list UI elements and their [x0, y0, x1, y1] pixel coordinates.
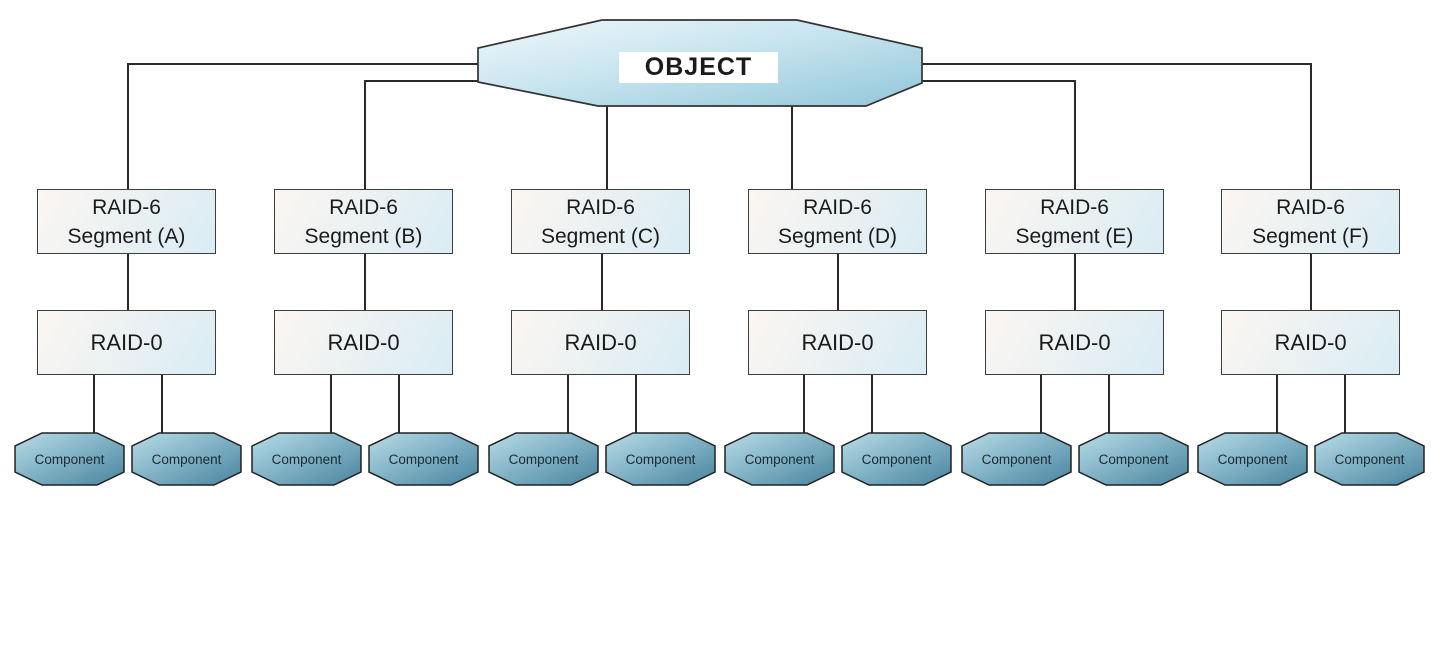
- component-octagon-shape: [841, 432, 952, 486]
- raid0-label: RAID-0: [1274, 329, 1347, 355]
- raid0-label: RAID-0: [327, 329, 400, 355]
- raid6-label: RAID-6: [1040, 195, 1109, 219]
- raid0-label: RAID-0: [1038, 329, 1111, 355]
- component-octagon-shape: [14, 432, 125, 486]
- segment-label: Segment (E): [1015, 224, 1134, 248]
- component-node-label: Component: [34, 451, 105, 467]
- raid6-label: RAID-6: [1276, 195, 1345, 219]
- component-octagon-shape: [1197, 432, 1308, 486]
- component-octagon-shape: [251, 432, 362, 486]
- component-octagon-shape: [488, 432, 599, 486]
- raid0-label: RAID-0: [90, 329, 163, 355]
- component-octagon-shape: [131, 432, 242, 486]
- segment-label: Segment (B): [304, 224, 423, 248]
- raid0-a-node: RAID-0: [37, 310, 216, 375]
- component-node-label: Component: [744, 451, 815, 467]
- component-octagon-shape: [1078, 432, 1189, 486]
- raid0-e-node: RAID-0: [985, 310, 1164, 375]
- raid0-f-node: RAID-0: [1221, 310, 1400, 375]
- raid6-label: RAID-6: [803, 195, 872, 219]
- component-node-label: Component: [1217, 451, 1288, 467]
- raid6-label: RAID-6: [566, 195, 635, 219]
- connector-object-segment-a: [127, 63, 482, 190]
- raid6-segment-f-node: RAID-6 Segment (F): [1221, 189, 1400, 254]
- raid0-d-node: RAID-0: [748, 310, 927, 375]
- component-node-label: Component: [1098, 451, 1169, 467]
- component-node-label: Component: [981, 451, 1052, 467]
- component-node-label: Component: [861, 451, 932, 467]
- connector-object-segment-e: [916, 80, 1076, 190]
- raid6-segment-e-node: RAID-6 Segment (E): [985, 189, 1164, 254]
- component-octagon-shape: [605, 432, 716, 486]
- raid6-label: RAID-6: [92, 195, 161, 219]
- connector-lines: [93, 63, 1346, 436]
- raid0-b-node: RAID-0: [274, 310, 453, 375]
- raid0-c-node: RAID-0: [511, 310, 690, 375]
- raid0-label: RAID-0: [564, 329, 637, 355]
- component-octagon-shape: [1314, 432, 1425, 486]
- component-node-label: Component: [625, 451, 696, 467]
- component-octagons: [14, 432, 1425, 486]
- raid6-segment-d-node: RAID-6 Segment (D): [748, 189, 927, 254]
- component-node-label: Component: [508, 451, 579, 467]
- component-octagon-shape: [724, 432, 835, 486]
- raid6-segment-a-node: RAID-6 Segment (A): [37, 189, 216, 254]
- raid6-segment-c-node: RAID-6 Segment (C): [511, 189, 690, 254]
- raid0-label: RAID-0: [801, 329, 874, 355]
- raid6-label: RAID-6: [329, 195, 398, 219]
- object-node-label: OBJECT: [619, 52, 778, 83]
- segment-label: Segment (F): [1252, 224, 1369, 248]
- raid6-segment-b-node: RAID-6 Segment (B): [274, 189, 453, 254]
- component-node-label: Component: [1334, 451, 1405, 467]
- connector-object-segment-f: [920, 63, 1312, 190]
- component-node-label: Component: [151, 451, 222, 467]
- segment-label: Segment (C): [540, 224, 661, 248]
- segment-label: Segment (D): [777, 224, 898, 248]
- component-octagon-shape: [368, 432, 479, 486]
- component-node-label: Component: [271, 451, 342, 467]
- segment-label: Segment (A): [67, 224, 186, 248]
- component-node-label: Component: [388, 451, 459, 467]
- component-octagon-shape: [961, 432, 1072, 486]
- connector-object-segment-b: [364, 80, 488, 190]
